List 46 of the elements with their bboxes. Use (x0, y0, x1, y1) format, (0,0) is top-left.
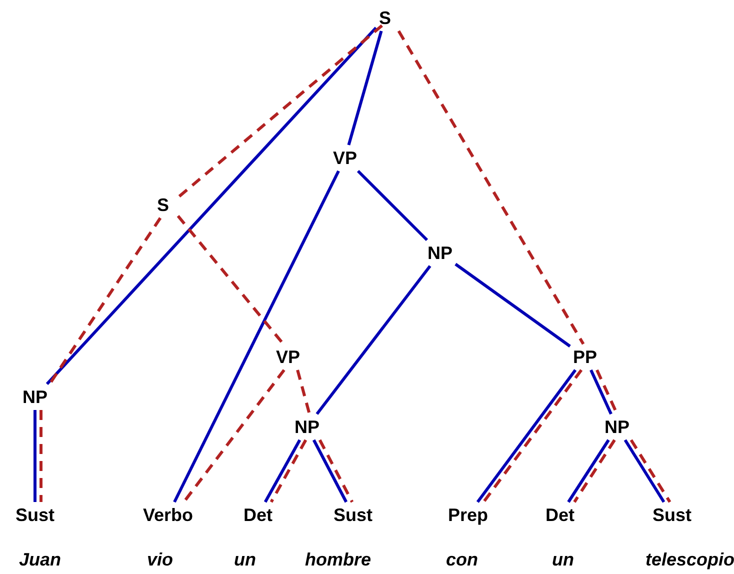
tree-node-label: Prep (446, 503, 490, 527)
branch-line (34, 410, 36, 502)
branch-line (173, 170, 340, 503)
sentence-word: vio (147, 550, 173, 570)
dashed-branch-line (630, 439, 672, 503)
tree-node-label: VP (331, 146, 359, 170)
dashed-branch-line (177, 24, 383, 199)
tree-node-label: NP (602, 415, 632, 439)
tree-node-label: Det (544, 503, 576, 527)
tree-node-label: PP (571, 345, 599, 369)
tree-node-label: Sust (14, 503, 56, 527)
dashed-branch-line (176, 215, 284, 345)
dashed-branch-line (270, 439, 308, 503)
branch-line (347, 30, 383, 146)
tree-node-label: Verbo (140, 503, 196, 527)
sentence-word: telescopio (645, 550, 734, 570)
sentence-word: con (446, 550, 478, 570)
tree-node-label: Sust (332, 503, 374, 527)
branch-line (624, 439, 666, 503)
tree-node-label: Sust (650, 503, 694, 527)
tree-node-label: S (377, 6, 393, 30)
dashed-branch-line (48, 217, 162, 385)
tree-node-label: S (155, 193, 171, 217)
branch-line (46, 26, 378, 386)
dashed-branch-line (182, 369, 286, 503)
dashed-branch-line (397, 30, 585, 345)
branch-line (454, 262, 571, 348)
tree-node-label: NP (292, 415, 322, 439)
dashed-branch-line (573, 439, 616, 503)
sentence-word: Juan (19, 550, 61, 570)
branch-line (316, 265, 432, 415)
tree-node-label: NP (20, 385, 50, 409)
dashed-branch-line (296, 370, 311, 414)
sentence-word: un (234, 550, 256, 570)
branch-line (356, 170, 428, 242)
dashed-branch-line (40, 410, 42, 502)
tree-node-label: Det (242, 503, 274, 527)
tree-node-label: NP (426, 241, 454, 265)
sentence-word: hombre (305, 550, 371, 570)
dashed-branch-line (318, 439, 354, 503)
branch-line (264, 439, 302, 503)
sentence-word: un (552, 550, 574, 570)
branch-line (312, 439, 348, 503)
branch-line (567, 439, 610, 503)
tree-node-label: VP (274, 345, 302, 369)
branch-line (590, 369, 612, 415)
